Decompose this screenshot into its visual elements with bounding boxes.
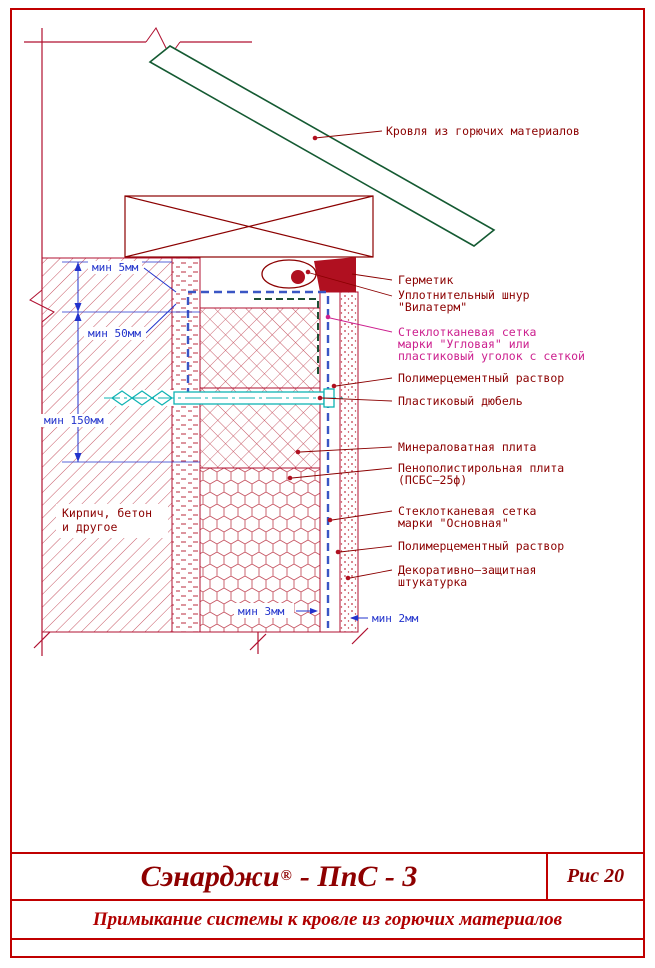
- label-mineral-wool: Минераловатная плита: [398, 440, 536, 454]
- roof-board: [148, 45, 496, 247]
- label-sealant: Герметик: [398, 273, 453, 287]
- dim-min150: мин 150мм: [44, 414, 104, 427]
- wall-section: [41, 257, 173, 633]
- title-bar: Сэнарджи® - ПпС - 3 Рис 20: [10, 852, 645, 899]
- system-name: Сэнарджи: [140, 859, 280, 893]
- label-eps-1: Пенополистирольная плита: [398, 461, 564, 475]
- dim-min2: мин 2мм: [372, 612, 419, 625]
- mesh-corner-line: [186, 290, 326, 396]
- cord-core: [291, 270, 305, 284]
- label-main-mesh-1: Стеклотканевая сетка: [398, 504, 536, 518]
- label-roof: Кровля из горючих материалов: [386, 124, 580, 138]
- beam-cross-section: [124, 195, 374, 258]
- label-eps-2: (ПСБС–25ф): [398, 473, 467, 487]
- wall-joint-strip: [171, 257, 201, 633]
- page-border: [10, 8, 645, 958]
- label-main-mesh-2: марки "Основная": [398, 516, 509, 530]
- label-wall-1: Кирпич, бетон: [62, 506, 152, 520]
- base-coat-layer: [319, 291, 341, 633]
- dimension-arrowheads: [74, 262, 358, 621]
- label-cord-1: Уплотнительный шнур: [398, 288, 530, 302]
- dim-min3: мин 3мм: [238, 605, 285, 618]
- mineral-wool-panel-1: [199, 307, 321, 389]
- system-suffix: - ПпС - 3: [299, 859, 418, 893]
- label-wall-2: и другое: [62, 520, 117, 534]
- subtitle-bar: Примыкание системы к кровле из горючих м…: [10, 899, 645, 940]
- leader-lines: [291, 130, 393, 579]
- drawing-title: Сэнарджи® - ПпС - 3: [12, 854, 546, 899]
- label-corner-mesh-3: пластиковый уголок с сеткой: [398, 349, 585, 363]
- plaster-layer: [339, 291, 359, 633]
- dimension-lines: [62, 261, 368, 619]
- leader-dots: [287, 135, 353, 581]
- plastic-dowel: [104, 388, 346, 408]
- label-polymer-mortar-2: Полимерцементный раствор: [398, 539, 564, 553]
- registered-mark: ®: [280, 868, 292, 884]
- label-corner-mesh-2: марки "Угловая" или: [398, 337, 530, 351]
- corner-profile-line: [254, 298, 319, 374]
- drawing-subtitle: Примыкание системы к кровле из горючих м…: [92, 908, 563, 930]
- label-dowel: Пластиковый дюбель: [398, 394, 523, 408]
- text-backings: [40, 261, 294, 618]
- label-plaster-1: Декоративно–защитная: [398, 563, 536, 577]
- label-corner-mesh-1: Стеклотканевая сетка: [398, 325, 536, 339]
- label-polymer-mortar-1: Полимерцементный раствор: [398, 371, 564, 385]
- dim-min50: мин 50мм: [88, 327, 141, 340]
- dim-min5: мин 5мм: [92, 261, 139, 274]
- detail-drawing: Кровля из горючих материалов Герметик Уп…: [24, 27, 585, 656]
- figure-number: Рис 20: [546, 854, 643, 899]
- label-plaster-2: штукатурка: [398, 575, 467, 589]
- label-cord-2: "Вилатерм": [398, 300, 467, 314]
